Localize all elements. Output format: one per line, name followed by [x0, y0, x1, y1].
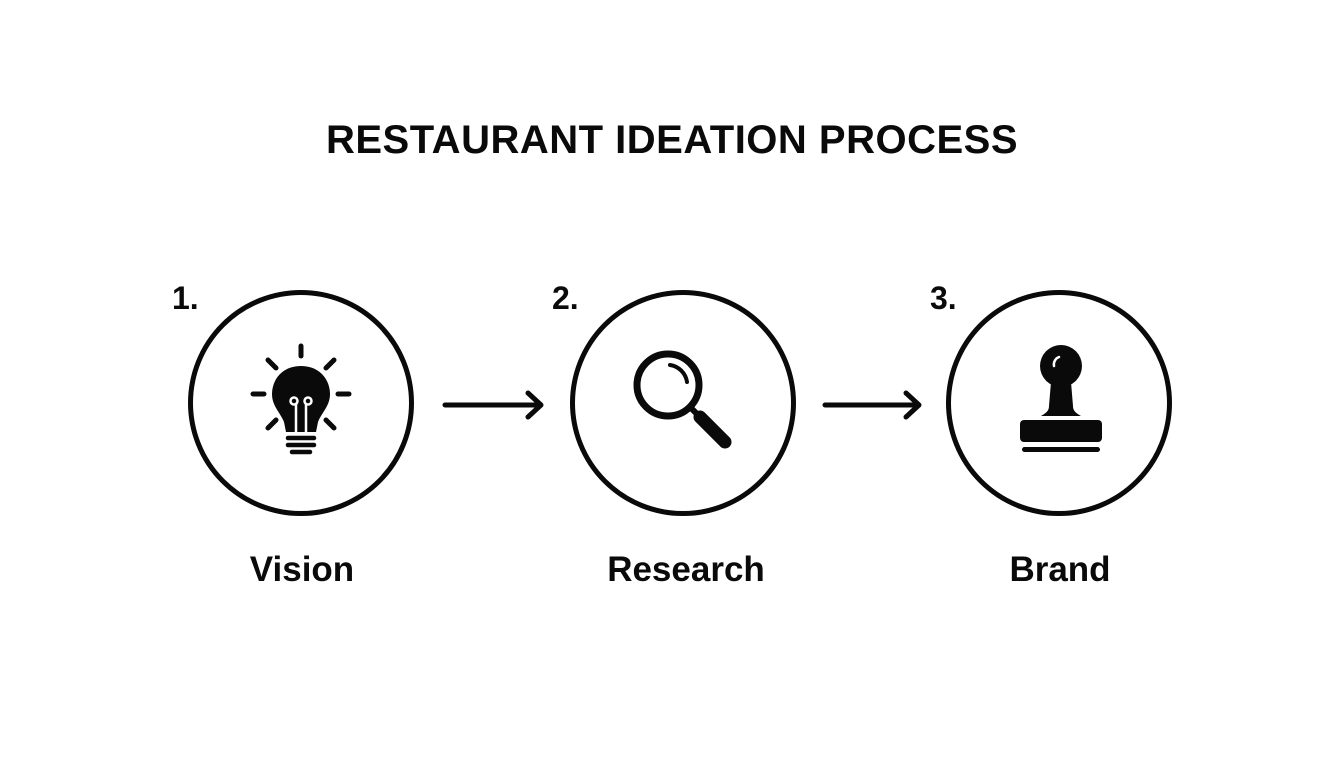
lightbulb-icon: [250, 343, 352, 455]
step-label: Vision: [249, 550, 355, 589]
step-label: Research: [607, 550, 765, 589]
stamp-icon: [1020, 345, 1102, 452]
step-label: Brand: [1009, 550, 1111, 589]
step-number: 2.: [552, 280, 579, 316]
diagram-title: RESTAURANT IDEATION PROCESS: [325, 118, 1019, 162]
step-number: 1.: [172, 280, 199, 316]
step-number: 3.: [930, 280, 957, 316]
step-circle: [188, 290, 414, 516]
step-circle: [570, 290, 796, 516]
step-circle: [946, 290, 1172, 516]
arrow-right-icon: [442, 390, 544, 420]
arrow-right-icon: [822, 390, 922, 420]
magnifying-glass-icon: [633, 350, 732, 449]
